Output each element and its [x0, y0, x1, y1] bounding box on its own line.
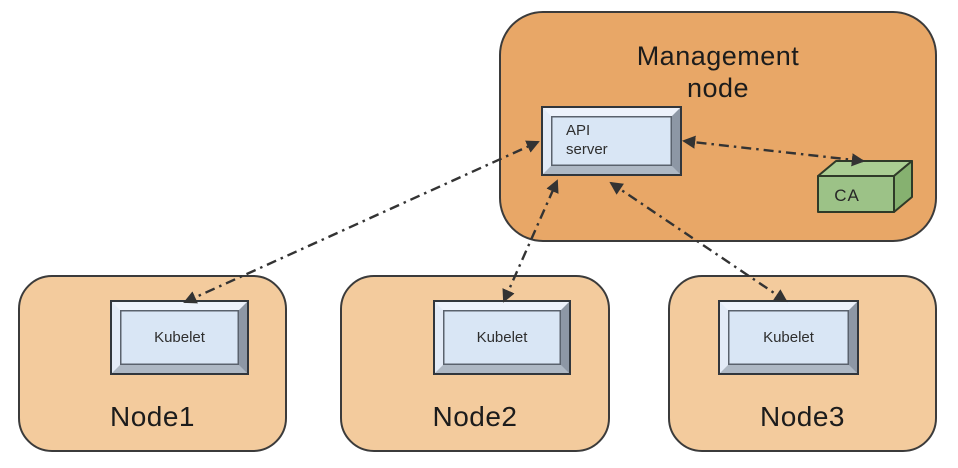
api-server-box: API server	[541, 106, 682, 176]
node1-label: Node1	[109, 401, 195, 432]
kubelet-node3-box: Kubelet	[718, 300, 859, 375]
node3-label: Node3	[759, 401, 845, 432]
kubelet-node1-box: Kubelet	[110, 300, 249, 375]
node2-label: Node2	[432, 401, 518, 432]
kubelet-node2-box: Kubelet	[433, 300, 571, 375]
management-node-label: Management node	[636, 41, 800, 104]
